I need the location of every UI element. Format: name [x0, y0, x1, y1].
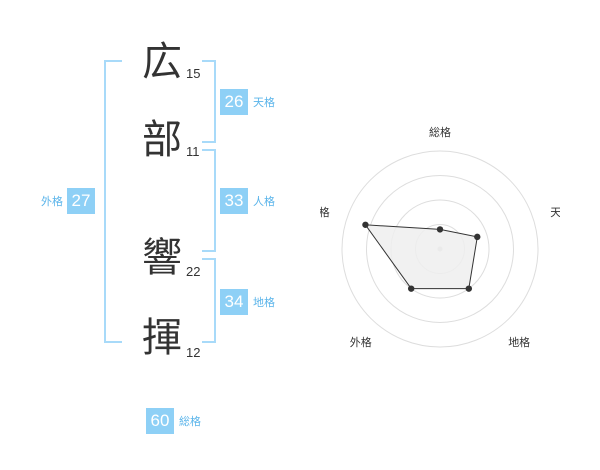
radar-area	[364, 224, 478, 290]
radar-point-1	[436, 226, 444, 233]
tenkaku-label: 天格	[253, 96, 275, 109]
radar-axis-label-2: 天格	[550, 205, 560, 219]
stroke-count-1: 15	[186, 66, 201, 81]
gaikaku-label: 外格	[41, 195, 63, 208]
soukaku-label: 総格	[179, 415, 201, 428]
gaikaku-value: 27	[67, 188, 95, 214]
radar-chart: 総格天格地格 外格 人格	[320, 125, 560, 349]
jinkaku-value: 33	[220, 188, 248, 214]
chikaku-label: 地格	[253, 296, 275, 309]
tenkaku-value: 26	[220, 89, 248, 115]
chikaku-badge: 34 地格	[220, 289, 275, 315]
soukaku-value: 60	[146, 408, 174, 434]
radar-axis-label-3: 地格	[508, 335, 530, 349]
tenkaku-badge: 26 天格	[220, 89, 275, 115]
radar-point-2	[474, 233, 481, 241]
radar-ring-4	[341, 150, 539, 348]
radar-labels: 総格天格地格 外格 人格	[320, 125, 560, 349]
radar-points	[362, 221, 481, 292]
stroke-count-3: 22	[186, 264, 201, 279]
name-char-3: 響	[142, 235, 182, 281]
stroke-count-2: 11	[186, 144, 200, 159]
jinkaku-bracket	[202, 149, 216, 252]
name-char-1: 広	[142, 39, 182, 85]
name-char-2: 部	[142, 117, 182, 163]
name-char-4: 揮	[142, 315, 182, 361]
jinkaku-badge: 33 人格	[220, 188, 275, 214]
gaikaku-bracket	[104, 60, 122, 343]
gaikaku-badge: 外格 27	[41, 188, 95, 214]
radar-axis-label-1: 総格	[429, 125, 451, 139]
stroke-count-4: 12	[186, 345, 201, 360]
radar-axis-label-4: 外格	[350, 335, 372, 349]
radar-axis-label-5: 人格	[320, 205, 330, 219]
chikaku-bracket	[202, 258, 216, 343]
radar-point-3	[465, 285, 473, 292]
jinkaku-label: 人格	[253, 195, 275, 208]
radar-point-5	[362, 221, 369, 228]
radar-ring-3	[366, 175, 514, 323]
soukaku-badge: 60 総格	[146, 408, 201, 434]
radar-point-4	[407, 285, 415, 292]
chikaku-value: 34	[220, 289, 248, 315]
tenkaku-bracket	[202, 60, 216, 143]
